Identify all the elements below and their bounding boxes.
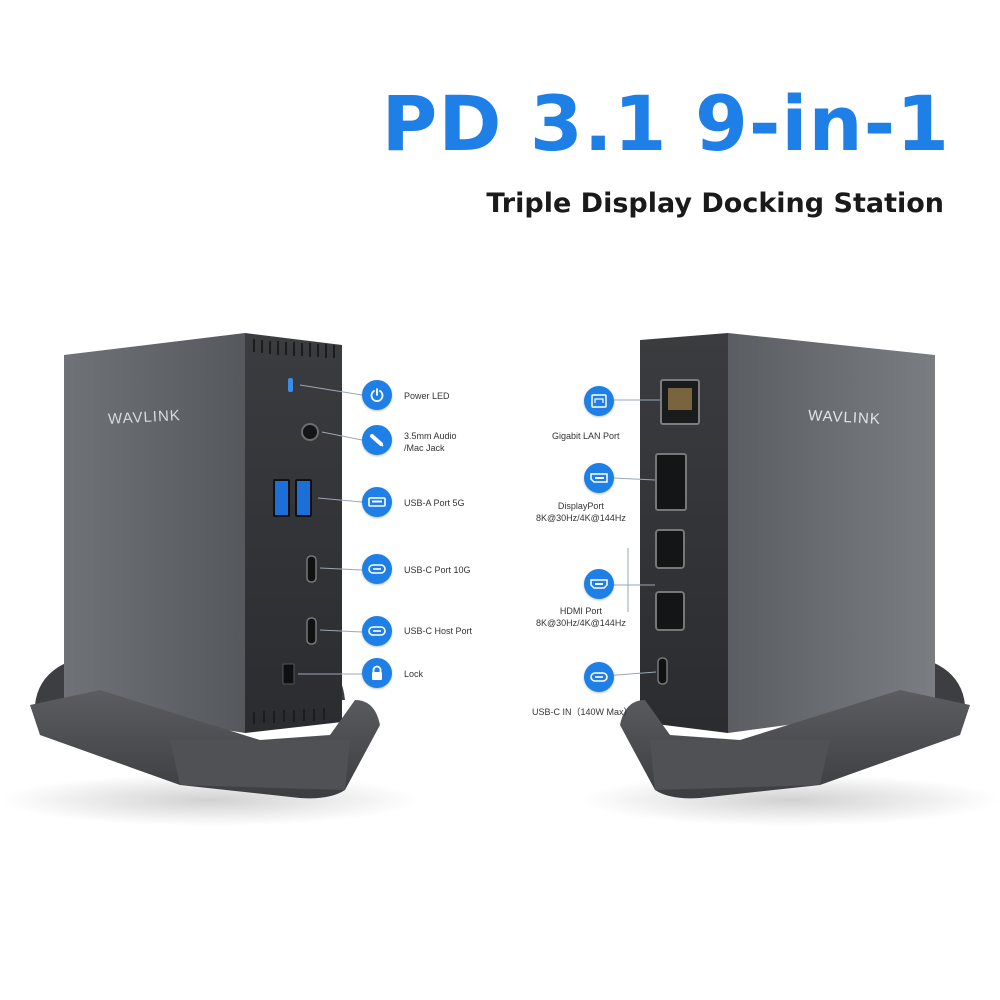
displayport-icon: [590, 473, 608, 483]
label-usb-c-host: USB-C Host Port: [404, 626, 473, 636]
label-audio-jack: 3.5mm Audio /Mac Jack: [404, 431, 457, 454]
right-stand-foot: [650, 740, 830, 790]
label-hdmi-text: HDMI Port 8K@30Hz/4K@144Hz: [536, 606, 626, 628]
power-badge: [362, 380, 392, 410]
usb-c-badge: [362, 554, 392, 584]
left-power-led: [288, 378, 293, 392]
usb-c-in-badge: [584, 662, 614, 692]
hdmi-icon: [590, 579, 608, 589]
hdmi-badge: [584, 569, 614, 599]
label-displayport-text: DisplayPort 8K@30Hz/4K@144Hz: [536, 501, 626, 523]
headline-subtitle: Triple Display Docking Station: [486, 188, 944, 219]
left-wavlink-logo: WAVLINK: [107, 407, 182, 428]
left-vent: [253, 339, 335, 358]
left-usb-a-2: [295, 479, 312, 517]
power-icon: [370, 388, 384, 402]
left-bottom-vent: [253, 708, 325, 724]
label-lock: Lock: [404, 669, 424, 679]
left-lock-slot: [282, 663, 295, 685]
label-hdmi: HDMI Port 8K@30Hz/4K@144Hz: [536, 606, 626, 629]
label-displayport: DisplayPort 8K@30Hz/4K@144Hz: [536, 501, 626, 524]
right-side-panel: [728, 333, 935, 733]
left-usb-a-1: [273, 479, 290, 517]
audio-badge: [362, 425, 392, 455]
displayport-badge: [584, 463, 614, 493]
label-usb-a: USB-A Port 5G: [404, 498, 465, 508]
label-ethernet: Gigabit LAN Port: [552, 431, 620, 441]
usb-c-icon: [368, 564, 386, 574]
usb-c-host-icon: [368, 626, 386, 636]
left-side-panel: [64, 333, 245, 733]
usb-c-host-badge: [362, 616, 392, 646]
left-dock-device: [30, 333, 380, 799]
right-usb-c-in: [657, 657, 668, 685]
ethernet-badge: [584, 386, 614, 416]
usb-c-in-icon: [590, 672, 608, 682]
label-power-led: Power LED: [404, 391, 450, 401]
left-audio-jack: [301, 423, 319, 441]
label-usb-c: USB-C Port 10G: [404, 565, 471, 575]
usb-a-icon: [368, 497, 386, 507]
usb-a-badge: [362, 487, 392, 517]
ethernet-icon: [591, 394, 607, 408]
audio-jack-icon: [370, 434, 384, 447]
label-usb-c-in: USB-C IN（140W Max）: [532, 707, 633, 717]
headline-title: PD 3.1 9-in-1: [381, 79, 950, 168]
right-dock-device: [620, 333, 970, 799]
left-usb-c-host: [306, 617, 317, 645]
left-usb-c-port: [306, 555, 317, 583]
right-wavlink-logo: WAVLINK: [807, 407, 882, 428]
right-hdmi-2: [655, 591, 685, 631]
leader-lines: [298, 384, 660, 677]
lock-badge: [362, 658, 392, 688]
label-audio-jack-text: 3.5mm Audio /Mac Jack: [404, 431, 457, 453]
left-stand-foot: [170, 740, 350, 790]
right-hdmi-1: [655, 529, 685, 569]
right-displayport: [655, 453, 687, 511]
lock-icon: [372, 665, 382, 680]
